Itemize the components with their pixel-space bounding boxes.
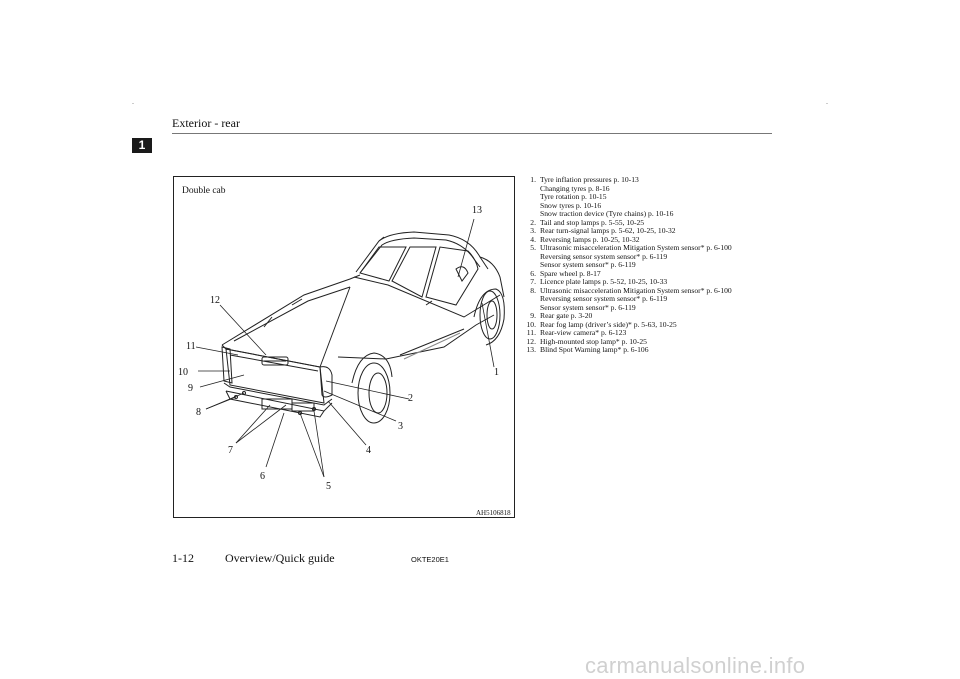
header-divider xyxy=(172,133,772,134)
list-item: 5. Ultrasonic misacceleration Mitigation … xyxy=(522,243,822,253)
callout-10: 10 xyxy=(178,367,188,378)
callout-13: 13 xyxy=(472,205,482,216)
item-text: Ultrasonic misacceleration Mitigation Sy… xyxy=(540,243,732,252)
item-number: 9. xyxy=(530,311,536,320)
page-number: 1-12 xyxy=(172,551,194,565)
list-subitem: Tyre rotation p. 10-15 xyxy=(540,192,607,201)
callout-leader-lines xyxy=(195,218,495,478)
item-text: Rear gate p. 3-20 xyxy=(540,311,593,320)
item-text: Rear turn-signal lamps p. 5-62, 10-25, 1… xyxy=(540,226,676,235)
callout-11: 11 xyxy=(186,341,196,352)
item-number: 11. xyxy=(526,328,536,337)
list-item: 7. Licence plate lamps p. 5-52, 10-25, 10… xyxy=(522,277,822,287)
item-number: 13. xyxy=(526,345,537,354)
item-number: 5. xyxy=(530,243,536,252)
list-item: 13.Blind Spot Warning lamp* p. 6-106 xyxy=(522,345,822,355)
callout-3: 3 xyxy=(398,421,403,432)
list-item: 4. Reversing lamps p. 10-25, 10-32 xyxy=(522,234,822,245)
list-subitem: Sensor system sensor* p. 6-119 xyxy=(540,260,636,269)
list-subitem: Snow tyres p. 10-16 xyxy=(540,200,602,210)
callout-7: 7 xyxy=(228,445,233,456)
list-subitem: Reversing sensor system sensor* p. 6-119 xyxy=(540,294,668,303)
list-item: 10.Rear fog lamp (driver’s side)* p. 5-6… xyxy=(522,319,822,330)
list-subitem: Sensor system sensor* p. 6-119 xyxy=(540,302,636,312)
callout-2: 2 xyxy=(408,393,413,404)
item-number: 4. xyxy=(530,234,536,244)
item-number: 12. xyxy=(526,336,537,346)
list-item: 12.High-mounted stop lamp* p. 10-25 xyxy=(522,336,822,347)
item-number: 10. xyxy=(526,319,537,329)
chapter-tab: 1 xyxy=(132,138,152,153)
list-item: 1. Tyre inflation pressures p. 10-13 xyxy=(522,175,822,185)
vehicle-rear-illustration: 1 2 3 4 5 6 7 8 9 10 11 12 13 Double cab… xyxy=(173,176,515,518)
list-subitem: Reversing sensor system sensor* p. 6-119 xyxy=(540,251,668,261)
callout-1: 1 xyxy=(494,367,499,378)
item-text: Rear-view camera* p. 6-123 xyxy=(540,328,627,337)
item-text: Ultrasonic misacceleration Mitigation Sy… xyxy=(540,285,732,295)
item-text: Rear fog lamp (driver’s side)* p. 5-63, … xyxy=(540,319,677,329)
item-number: 3. xyxy=(530,226,536,235)
list-item: 8. Ultrasonic misacceleration Mitigation … xyxy=(522,285,822,296)
item-text: Blind Spot Warning lamp* p. 6-106 xyxy=(540,345,649,354)
section-title: Overview/Quick guide xyxy=(225,551,335,565)
item-text: Reversing lamps p. 10-25, 10-32 xyxy=(540,234,640,244)
callout-12: 12 xyxy=(210,295,220,306)
list-item: 9. Rear gate p. 3-20 xyxy=(522,311,822,321)
callout-8: 8 xyxy=(196,407,201,418)
callout-9: 9 xyxy=(188,383,193,394)
crop-mark xyxy=(132,103,134,104)
list-subitem: Changing tyres p. 8-16 xyxy=(540,183,610,193)
callout-numbers: 1 2 3 4 5 6 7 8 9 10 11 12 13 xyxy=(178,205,499,492)
pickup-truck-drawing xyxy=(221,231,505,424)
item-number: 7. xyxy=(530,277,536,286)
page-header-title: Exterior - rear xyxy=(172,116,240,130)
callout-5: 5 xyxy=(326,481,331,492)
figure-caption: Double cab xyxy=(182,186,226,196)
item-text: High-mounted stop lamp* p. 10-25 xyxy=(540,336,647,346)
list-subitem: Snow traction device (Tyre chains) p. 10… xyxy=(540,209,674,218)
list-item: 3. Rear turn-signal lamps p. 5-62, 10-25,… xyxy=(522,226,822,236)
list-item: 6. Spare wheel p. 8-17 xyxy=(522,268,822,279)
item-text: Tail and stop lamps p. 5-55, 10-25 xyxy=(540,217,645,227)
list-item: 2. Tail and stop lamps p. 5-55, 10-25 xyxy=(522,217,822,228)
callout-4: 4 xyxy=(366,445,371,456)
crop-mark xyxy=(826,103,828,104)
list-item: 11. Rear-view camera* p. 6-123 xyxy=(522,328,822,338)
watermark-logo: carmanualsonline.info xyxy=(585,653,806,678)
item-text: Tyre inflation pressures p. 10-13 xyxy=(540,175,639,184)
item-number: 8. xyxy=(530,285,536,295)
item-number: 2. xyxy=(530,217,536,227)
item-number: 6. xyxy=(530,268,536,278)
item-number: 1. xyxy=(530,175,536,184)
item-text: Licence plate lamps p. 5-52, 10-25, 10-3… xyxy=(540,277,668,286)
callout-6: 6 xyxy=(260,471,265,482)
document-code: OKTE20E1 xyxy=(411,555,449,564)
figure-id: AH5106818 xyxy=(476,509,511,517)
item-text: Spare wheel p. 8-17 xyxy=(540,268,601,278)
